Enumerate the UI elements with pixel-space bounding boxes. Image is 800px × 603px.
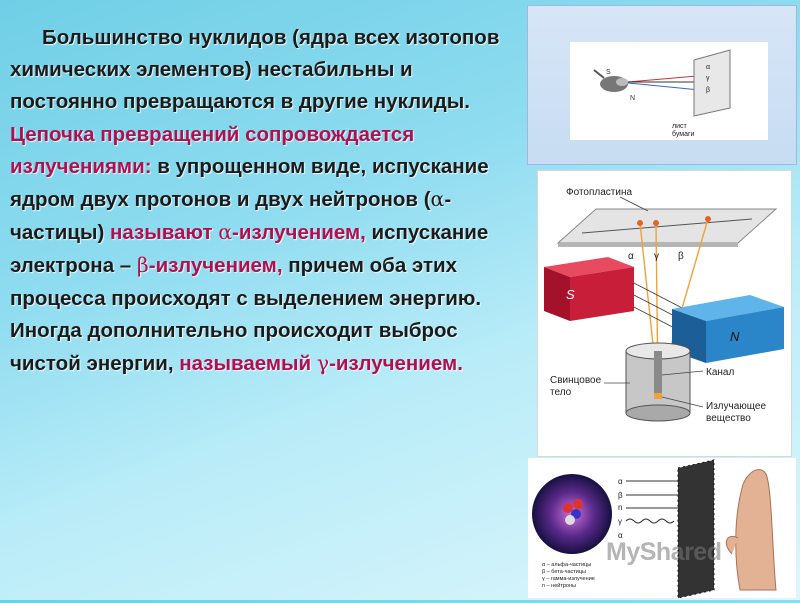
magnetic-deflection-figure: Фотопластина α γ β S N [537, 170, 792, 457]
ray-gamma-label: γ [654, 251, 659, 262]
gamma-symbol: γ [316, 351, 330, 376]
label-alpha: α [706, 64, 710, 71]
alpha-symbol: α [430, 187, 445, 212]
lead-body-cylinder [625, 342, 691, 422]
paper-label-1: лист [672, 123, 687, 130]
label-gamma: γ [706, 75, 710, 82]
legend-neutron: n – нейтроны [542, 582, 576, 589]
hand-icon [735, 469, 777, 591]
particle-beta-label: β [618, 491, 623, 500]
main-paragraph: Большинство нуклидов (ядра всех изотопов… [10, 22, 510, 380]
highlight-gamma-radiation: -излучением. [329, 352, 463, 376]
label-beta: β [706, 87, 710, 94]
paper-experiment-figure: S N α γ β лист бумаги [527, 5, 797, 165]
emitter-label-2: вещество [706, 413, 751, 424]
legend-gamma: γ – гамма-излучение [542, 576, 595, 582]
highlight-named-text: называемый [179, 352, 312, 376]
particle-alpha-label: α [618, 477, 623, 486]
figure-canvas: S N α γ β лист бумаги [570, 42, 768, 140]
alpha-symbol-2: α [218, 220, 233, 245]
magnet-s-block [544, 257, 634, 321]
intro-sentence: Большинство нуклидов (ядра всех изотопов… [10, 26, 500, 114]
legend-alpha: α – альфа-частицы [542, 562, 591, 568]
particle-n-label: n [618, 503, 622, 512]
highlight-chain-text: Цепочка превращений сопровождается излуч… [10, 122, 415, 178]
watermark-text: MyShared [606, 538, 722, 566]
paper-label-2: бумаги [672, 130, 695, 138]
magnet-n-label: N [730, 329, 740, 344]
paper-sheet-shape [693, 49, 731, 117]
particle-alpha2-label: α [618, 531, 623, 540]
highlight-called-text: называют [110, 221, 213, 245]
electron-text: испускание электрона – [10, 221, 489, 278]
concrete-wall-shape [678, 460, 714, 598]
paper-experiment-svg: S N α γ β лист бумаги [593, 49, 731, 138]
source-s-label: S [606, 69, 611, 76]
photoplate-label: Фотопластина [566, 187, 632, 198]
channel-label: Канал [706, 367, 734, 378]
lead-body-label-1: Свинцовое [550, 375, 602, 386]
magnetic-deflection-svg: Фотопластина α γ β S N [544, 187, 784, 424]
sometimes-text: Иногда дополнительно происходит выброс ч… [10, 318, 458, 376]
ray-beta-label: β [678, 251, 684, 262]
particle-text: -частицы) [10, 188, 452, 245]
highlight-alpha-radiation: -излучением, [232, 221, 366, 245]
ray-alpha-label: α [628, 251, 634, 262]
emitter-label-1: Излучающее [706, 401, 766, 412]
penetration-svg: α β n γ α α – альфа-частицы β – бета-час… [532, 459, 777, 599]
magnet-source-icon [593, 69, 628, 92]
beta-symbol: β [136, 253, 149, 278]
magnet-s-label: S [566, 287, 575, 302]
lead-body-label-2: тело [550, 387, 572, 398]
legend-beta: β – бета-частицы [542, 569, 586, 575]
simplified-text: в упрощенном виде, испускание ядром двух… [10, 154, 489, 212]
highlight-beta-radiation: -излучением, [148, 254, 283, 278]
energy-text: причем оба этих процесса происходят с вы… [10, 254, 482, 310]
particle-gamma-label: γ [618, 517, 622, 526]
penetration-figure: α β n γ α α – альфа-частицы β – бета-час… [528, 458, 796, 599]
source-n-label: N [630, 95, 635, 102]
